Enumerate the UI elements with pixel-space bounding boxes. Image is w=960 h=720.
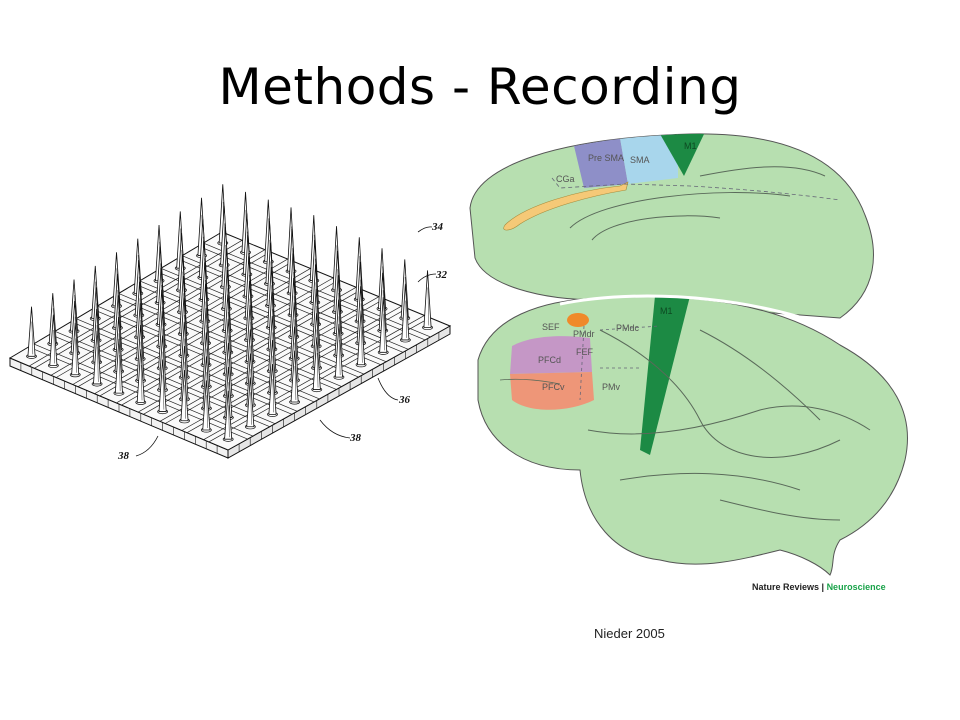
label-pmdc: PMdc	[616, 323, 640, 333]
electrode-needle	[47, 314, 59, 369]
electrode-shading	[316, 352, 319, 388]
electrode-shading	[427, 287, 430, 326]
electrode-shaft	[290, 350, 299, 403]
sma-region	[620, 134, 678, 184]
ref-number: 32	[435, 269, 448, 281]
journal-name: Neuroscience	[826, 582, 886, 592]
label-pmv: PMv	[602, 382, 621, 392]
electrode-needle	[311, 337, 323, 393]
electrode-shading	[361, 326, 363, 363]
label-m1-lateral: M1	[660, 306, 673, 316]
electrode-needle	[289, 350, 301, 405]
electrode-shading	[53, 329, 55, 364]
electrode-shading	[383, 313, 385, 351]
medial-brain-view: Pre SMA SMA M1 CGa	[469, 133, 874, 319]
electrode-shading	[228, 405, 230, 438]
array-electrodes	[26, 184, 433, 442]
pfcv-region	[510, 372, 594, 410]
patent-reference-numbers: 34 32 36 38 38	[117, 221, 448, 462]
label-fef: FEF	[576, 347, 594, 357]
electrode-needle	[69, 322, 81, 378]
label-sef: SEF	[542, 322, 560, 332]
electrode-shaft	[401, 283, 410, 341]
label-presma-text: Pre SMA	[588, 153, 624, 163]
electrode-shaft	[357, 310, 366, 366]
electrode-needle	[157, 359, 169, 415]
journal-separator: |	[819, 582, 827, 592]
electrode-shaft	[180, 369, 189, 422]
cga-region	[503, 181, 629, 231]
label-cga: CGa	[556, 174, 575, 184]
electrode-shading	[162, 375, 165, 410]
ref-number: 36	[398, 394, 411, 406]
electrode-shading	[206, 395, 208, 428]
electrode-needle	[244, 377, 256, 430]
electrode-needle	[399, 283, 411, 343]
electrode-needle	[26, 306, 37, 359]
journal-credit: Nature Reviews | Neuroscience	[752, 582, 886, 592]
electrode-shading	[250, 392, 252, 425]
m1-medial-region	[660, 133, 705, 176]
figure-citation: Nieder 2005	[594, 626, 665, 641]
electrode-shading	[405, 300, 407, 338]
pfcd-region	[510, 336, 592, 374]
electrode-needle	[267, 364, 278, 417]
electrode-shaft	[423, 270, 432, 328]
electrode-needle	[377, 297, 389, 355]
electrode-shaft	[224, 390, 233, 440]
slide-title: Methods - Recording	[218, 58, 742, 116]
electrode-needle	[113, 338, 125, 396]
label-m1-medial: M1	[684, 141, 697, 151]
sef-region	[567, 313, 589, 327]
electrode-shading	[294, 366, 297, 400]
label-sma: SMA	[630, 155, 650, 165]
electrode-shaft	[246, 377, 255, 428]
electrode-shaft	[158, 359, 167, 412]
electrode-shaft	[268, 364, 277, 415]
ref-number: 38	[117, 450, 130, 462]
label-pmdr: PMdr	[573, 329, 595, 339]
electrode-shading	[97, 346, 99, 382]
m1-lateral-region	[640, 296, 690, 455]
ref-number: 34	[431, 221, 444, 233]
electrode-shading	[338, 339, 341, 376]
journal-publisher: Nature Reviews	[752, 582, 820, 592]
electrode-shaft	[334, 323, 343, 378]
electrode-needle	[333, 323, 345, 380]
electrode-needle	[179, 369, 190, 424]
label-pfcd: PFCd	[538, 355, 561, 365]
electrode-shaft	[27, 306, 36, 357]
electrode-shading	[184, 385, 187, 419]
electrode-needle	[222, 390, 234, 442]
electrode-needle	[91, 330, 103, 387]
electrode-needle	[200, 380, 212, 433]
electrode-shaft	[93, 330, 102, 385]
electrode-shading	[272, 379, 275, 413]
electrode-shading	[140, 365, 143, 401]
ref-number: 38	[349, 432, 362, 444]
electrode-shading	[31, 321, 34, 355]
electrode-shaft	[114, 338, 123, 394]
electrode-needle	[355, 310, 367, 368]
electrode-shading	[118, 355, 121, 392]
electrode-shaft	[312, 337, 321, 390]
electrode-shaft	[202, 380, 211, 431]
label-presma: Pre SMA	[588, 153, 624, 163]
label-pfcv: PFCv	[542, 382, 565, 392]
presma-region	[574, 138, 628, 188]
electrode-shading	[75, 338, 77, 373]
electrode-needle	[422, 270, 433, 331]
lateral-brain-view: SEF PMdr PMdc M1 FEF PFCd PFCv PMv	[477, 296, 908, 576]
electrode-shaft	[136, 349, 145, 403]
electrode-shaft	[379, 297, 388, 353]
electrode-needle	[135, 349, 147, 405]
electrode-shaft	[49, 314, 58, 366]
electrode-shaft	[71, 322, 80, 376]
